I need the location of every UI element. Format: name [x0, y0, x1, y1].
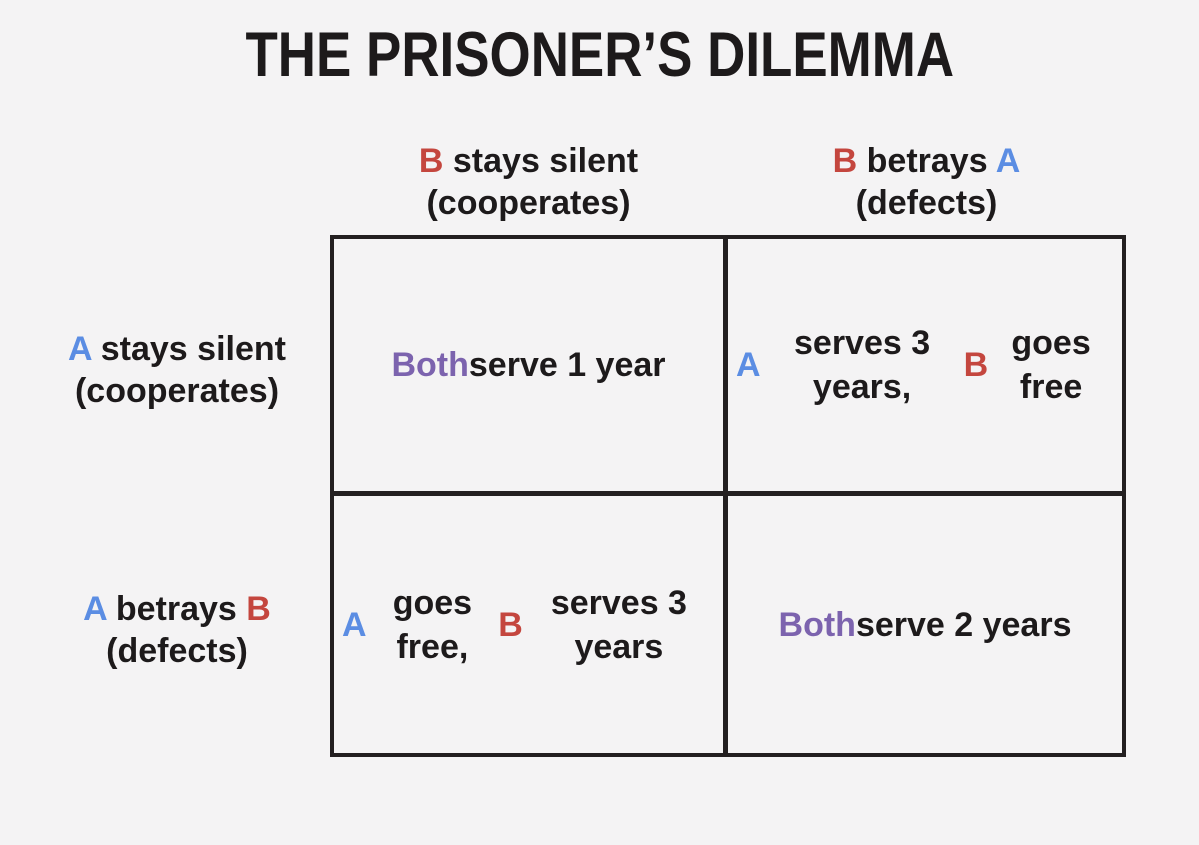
- text-segment: (cooperates): [426, 184, 631, 222]
- cell-both-defect: Both serve 2 years: [728, 496, 1122, 753]
- text-segment: serves 3 years,: [794, 324, 931, 406]
- cell-a-cooperates-b-defects: A serves 3 years, B goes free: [728, 239, 1122, 496]
- text-segment: stays silent: [91, 330, 286, 368]
- text-segment: B: [246, 590, 271, 628]
- text-segment: A: [83, 590, 107, 628]
- text-segment: Both: [778, 605, 856, 644]
- text-segment: betrays: [857, 142, 996, 180]
- text-segment: A: [342, 605, 367, 644]
- text-segment: goes free,: [392, 583, 473, 666]
- text-segment: A: [995, 142, 1021, 180]
- cell-both-cooperate: Both serve 1 year: [334, 239, 728, 496]
- text-segment: serve 2 years: [855, 605, 1072, 644]
- text-segment: B: [832, 142, 858, 180]
- text-segment: A: [68, 330, 92, 368]
- text-segment: (defects): [855, 184, 998, 222]
- row-header-a-cooperates: A stays silent (cooperates): [30, 328, 324, 412]
- text-segment: goes free: [1011, 324, 1091, 406]
- text-segment: (defects): [106, 632, 248, 670]
- text-segment: (cooperates): [74, 372, 280, 410]
- text-segment: Both: [391, 346, 469, 384]
- text-segment: stays silent: [443, 142, 639, 180]
- page-title: THE PRISONER’S DILEMMA: [0, 24, 1199, 87]
- cell-a-defects-b-cooperates: A goes free, B serves 3 years: [334, 496, 728, 753]
- text-segment: B: [963, 346, 989, 384]
- column-header-b-defects: B betrays A (defects): [727, 140, 1126, 224]
- row-header-a-defects: A betrays B (defects): [30, 588, 324, 672]
- text-segment: serves 3 years: [550, 583, 687, 666]
- page-title-text: THE PRISONER’S DILEMMA: [245, 20, 954, 90]
- text-segment: A: [736, 346, 761, 384]
- column-header-b-cooperates: B stays silent (cooperates): [330, 140, 727, 224]
- text-segment: serve 1 year: [468, 346, 666, 384]
- text-segment: B: [418, 142, 444, 180]
- text-segment: betrays: [106, 590, 247, 628]
- text-segment: B: [498, 605, 523, 644]
- payoff-matrix-grid: Both serve 1 year A serves 3 years, B goe…: [330, 235, 1126, 757]
